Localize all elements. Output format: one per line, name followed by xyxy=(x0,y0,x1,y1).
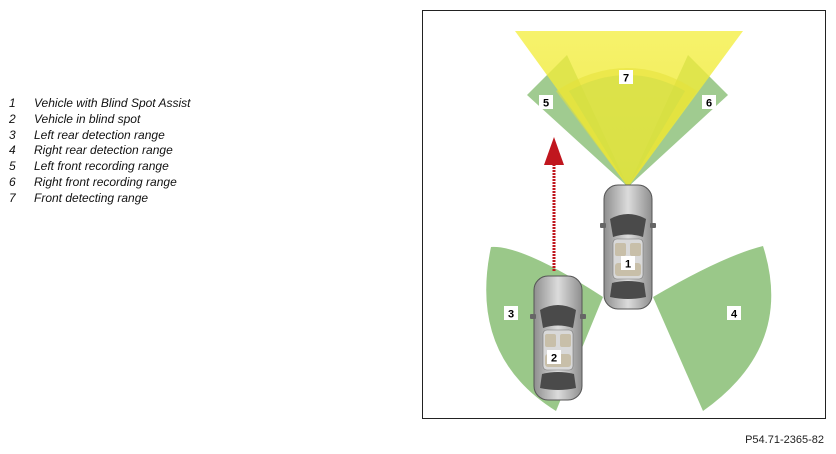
legend-item: 2 Vehicle in blind spot xyxy=(9,112,259,128)
legend-number: 2 xyxy=(9,111,16,126)
legend-item: 1 Vehicle with Blind Spot Assist xyxy=(9,96,259,112)
legend-label: Right rear detection range xyxy=(34,143,173,158)
callout-1: 1 xyxy=(621,256,635,271)
legend-item: 3 Left rear detection range xyxy=(9,128,259,144)
legend-label: Vehicle in blind spot xyxy=(34,111,141,126)
legend-item: 5 Left front recording range xyxy=(9,159,259,175)
callout-2: 2 xyxy=(547,350,561,365)
callout-4: 4 xyxy=(727,306,741,321)
svg-text:4: 4 xyxy=(731,309,738,321)
legend-item: 6 Right front recording range xyxy=(9,175,259,191)
diagram-frame: 7 5 6 1 3 4 2 xyxy=(422,10,826,419)
legend-number: 4 xyxy=(9,143,16,158)
figure-reference-code: P54.71-2365-82 xyxy=(745,434,824,446)
svg-text:1: 1 xyxy=(625,259,631,271)
direction-arrow-head xyxy=(544,137,564,165)
callout-7: 7 xyxy=(619,70,633,85)
vehicle-2-car-icon xyxy=(529,275,587,401)
legend-number: 5 xyxy=(9,159,16,174)
legend-label: Left rear detection range xyxy=(34,127,165,142)
svg-text:3: 3 xyxy=(508,309,514,321)
svg-text:5: 5 xyxy=(543,98,549,110)
legend-label: Right front recording range xyxy=(34,174,177,189)
legend-item: 7 Front detecting range xyxy=(9,191,259,207)
svg-text:6: 6 xyxy=(706,98,712,110)
callout-5: 5 xyxy=(539,95,553,110)
legend: 1 Vehicle with Blind Spot Assist 2 Vehicle… xyxy=(9,96,259,207)
vehicle-1-car-icon xyxy=(599,184,657,310)
legend-number: 1 xyxy=(9,96,16,110)
svg-text:7: 7 xyxy=(623,73,629,85)
zone-4-right-rear xyxy=(653,246,772,411)
legend-number: 6 xyxy=(9,174,16,189)
zone-5-left-front xyxy=(527,55,628,187)
legend-label: Left front recording range xyxy=(34,159,169,174)
legend-number: 3 xyxy=(9,127,16,142)
legend-number: 7 xyxy=(9,190,16,205)
legend-label: Front detecting range xyxy=(34,190,149,205)
zone-7-front-inner xyxy=(556,68,697,187)
legend-label: Vehicle with Blind Spot Assist xyxy=(34,96,191,110)
legend-item: 4 Right rear detection range xyxy=(9,143,259,159)
zone-7-front-core xyxy=(569,75,685,187)
zone-6-right-front xyxy=(628,55,728,187)
callout-6: 6 xyxy=(702,95,716,110)
blind-spot-diagram: 7 5 6 1 3 4 2 xyxy=(486,31,772,411)
svg-text:2: 2 xyxy=(551,353,557,365)
callout-3: 3 xyxy=(504,306,518,321)
